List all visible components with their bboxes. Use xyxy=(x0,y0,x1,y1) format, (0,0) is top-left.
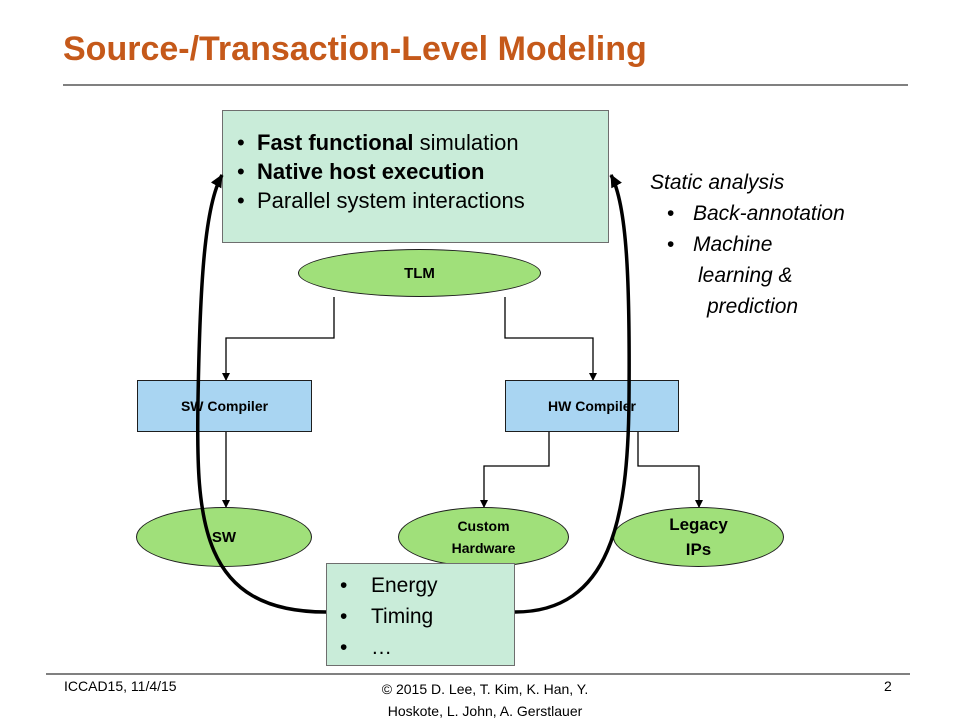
sw-compiler-node: SW Compiler xyxy=(137,380,312,432)
left-feedback-arc xyxy=(195,174,327,614)
feature-item: Native host execution xyxy=(223,157,608,186)
feature-item: Parallel system interactions xyxy=(223,186,608,215)
feature-item: Fast functional simulation xyxy=(223,128,608,157)
sw-node: SW xyxy=(136,507,312,567)
footer-copyright: © 2015 D. Lee, T. Kim, K. Han, Y. Hoskot… xyxy=(381,681,589,719)
tlm-node: TLM xyxy=(298,249,541,297)
static-analysis-notes: Static analysis Back-annotation Machine … xyxy=(650,167,845,322)
hw-compiler-node: HW Compiler xyxy=(505,380,679,432)
legacy-ips-node: Legacy IPs xyxy=(613,507,784,567)
metric-item: … xyxy=(327,632,514,663)
metric-item: Timing xyxy=(327,601,514,632)
side-item-continuation: prediction xyxy=(707,295,799,318)
side-item: Back-annotation xyxy=(650,198,845,229)
side-item-continuation: learning & xyxy=(698,264,793,287)
custom-hardware-node: Custom Hardware xyxy=(398,507,569,567)
footer-divider xyxy=(46,673,910,675)
slide-title: Source-/Transaction-Level Modeling xyxy=(63,30,647,68)
page-number: 2 xyxy=(884,678,892,694)
tlm-to-sw-compiler-connector xyxy=(222,297,335,381)
metric-item: Energy xyxy=(327,570,514,601)
title-divider xyxy=(63,84,908,86)
tlm-to-hw-compiler-connector xyxy=(504,297,597,381)
footer-conference: ICCAD15, 11/4/15 xyxy=(64,678,177,694)
right-feedback-arc xyxy=(514,174,631,614)
metrics-box: Energy Timing … xyxy=(326,563,515,666)
static-analysis-heading: Static analysis xyxy=(650,171,785,194)
side-item: Machine xyxy=(650,229,845,260)
hw-compiler-to-custom-hw-connector xyxy=(480,432,550,508)
hw-compiler-to-legacy-connector xyxy=(637,432,703,508)
